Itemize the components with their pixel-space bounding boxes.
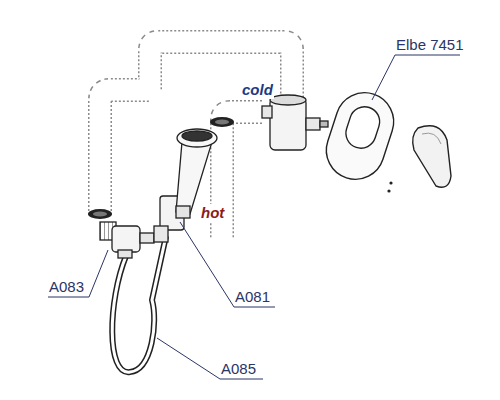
part-label: Elbe 7451 (395, 36, 465, 54)
hose (112, 236, 166, 372)
pipe-label: cold (241, 81, 274, 99)
handle-shade (422, 133, 441, 144)
pipe-ring-inner (215, 120, 229, 125)
pipe-ring (210, 117, 234, 127)
hose-core (112, 236, 166, 372)
angle-valve (100, 222, 154, 258)
part-label: A083 (48, 278, 85, 296)
pipe-ring-inner (93, 212, 107, 217)
mixer-body (262, 95, 328, 150)
label-anchor: A083 (48, 278, 85, 296)
label-anchor: hot (200, 204, 225, 222)
pipe-ring (88, 209, 112, 219)
lever-handle (413, 126, 451, 188)
pipe-label: hot (200, 204, 225, 222)
part-label: A081 (234, 288, 271, 306)
leader-lines (48, 55, 460, 379)
label-anchor: A081 (234, 288, 271, 306)
pipes (100, 42, 292, 238)
label-anchor: Elbe 7451 (395, 36, 465, 54)
part-label: A085 (220, 360, 257, 378)
screw-dot (389, 181, 392, 184)
label-anchor: cold (241, 81, 274, 99)
label-anchor: A085 (220, 360, 257, 378)
cover-plate (319, 85, 401, 187)
screw-dot (387, 189, 390, 192)
